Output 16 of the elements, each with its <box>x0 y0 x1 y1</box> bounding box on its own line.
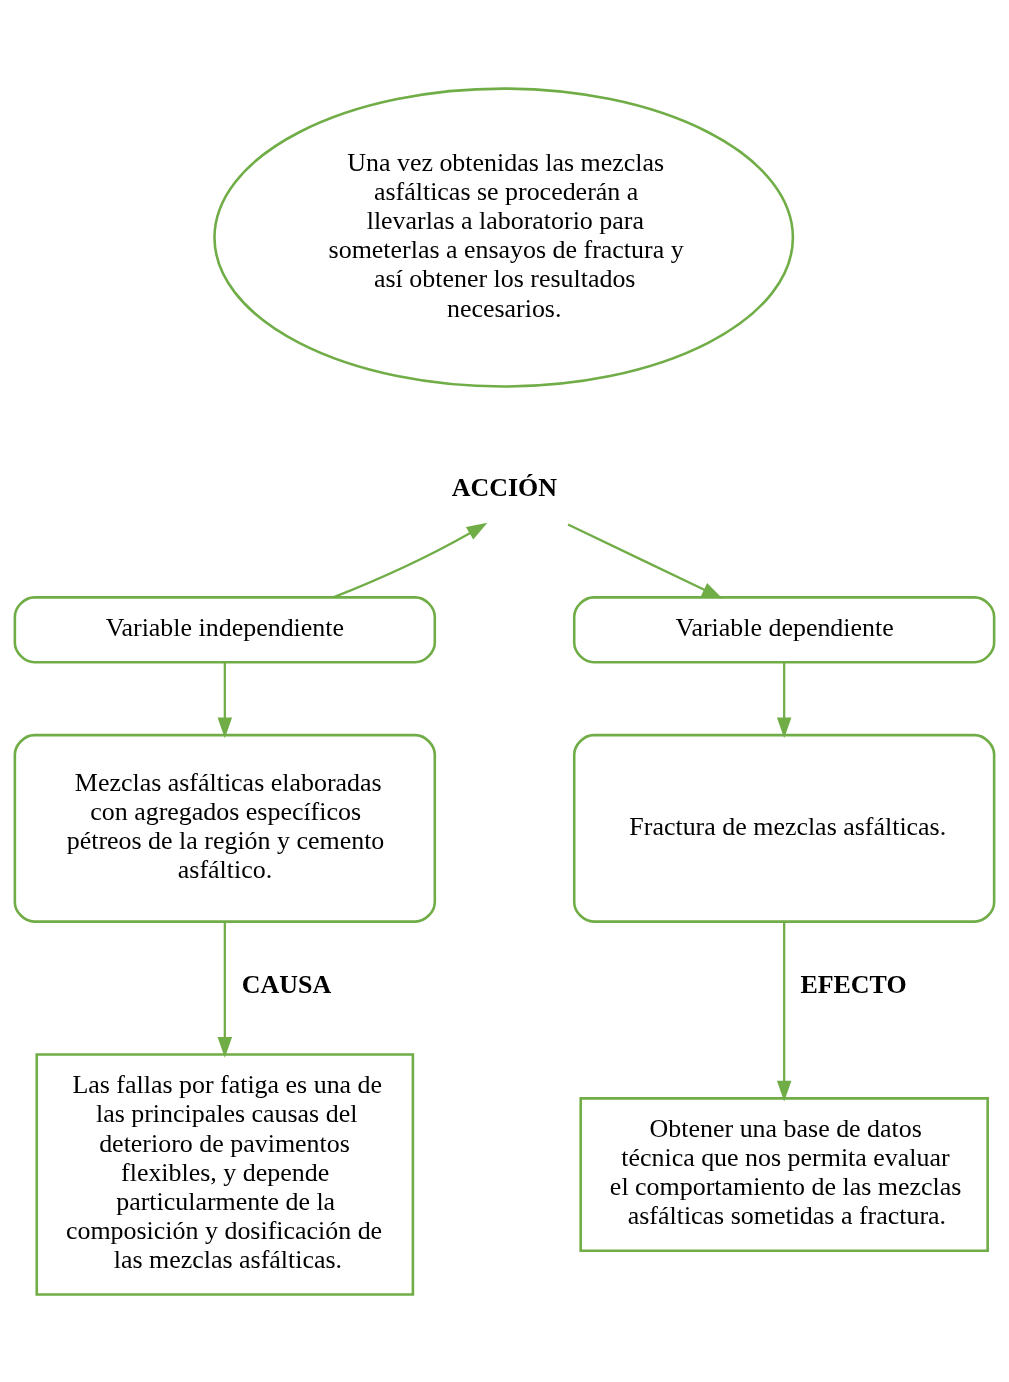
node-box: Fractura de mezclas asfálticas. <box>572 733 996 923</box>
node-box: Obtener una base de datos técnica que nos permita evaluar el comportamiento de las mezclas asfálticas sometidas a fractura. <box>579 1096 989 1252</box>
node-box: Variable dependiente <box>572 595 996 663</box>
node-box: Variable independiente <box>13 595 437 663</box>
node-box: Las fallas por fatiga es una de las principales causas del deterioro de pavimentos flexibles, y depende particularmente de la composición y dosificación de las mezclas asfálticas. <box>35 1052 415 1296</box>
node-text: ACCIÓN <box>451 472 558 502</box>
arrow <box>776 661 792 738</box>
arrow <box>567 522 723 599</box>
node-ellipse: Una vez obtenidas las mezclas asfálticas se procederán a llevarlas a laboratorio para someterlas a ensayos de fractura y así obtener los resultados necesarios. <box>213 86 795 388</box>
edge-label: CAUSA <box>241 969 332 999</box>
arrow <box>776 921 792 1102</box>
arrow <box>217 661 233 738</box>
node-box: Mezclas asfálticas elaboradas con agregados específicos pétreos de la región y cemento asfáltico. <box>13 733 437 923</box>
arrow <box>217 921 233 1058</box>
arrow <box>333 522 488 598</box>
edge-label: EFECTO <box>800 969 907 999</box>
